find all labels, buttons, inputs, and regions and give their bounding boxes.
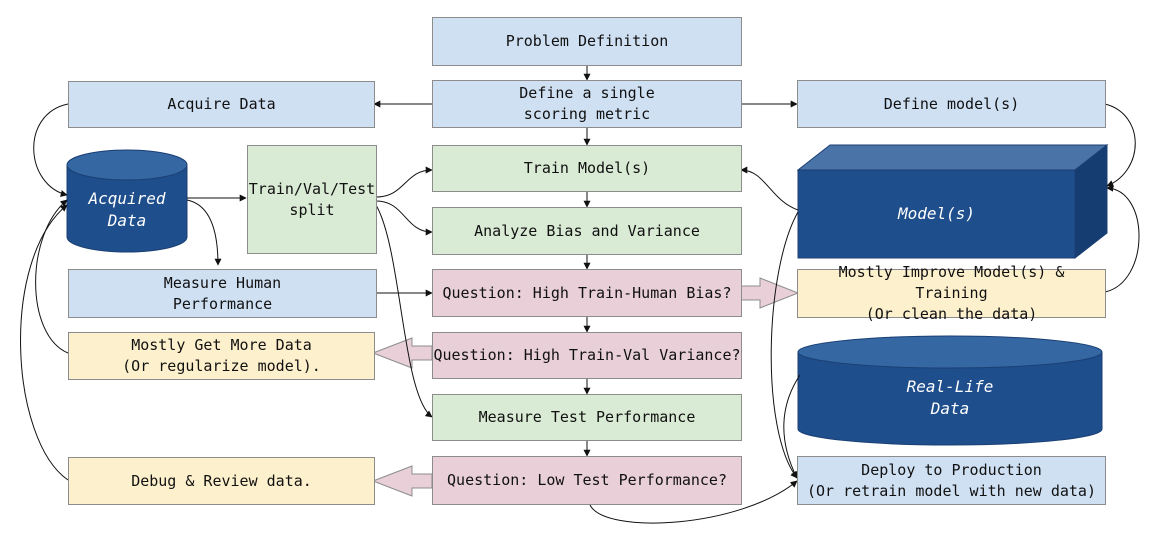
train-models-box: Train Model(s) <box>432 145 742 192</box>
question-variance-box: Question: High Train-Val Variance? <box>432 332 742 379</box>
real-life-data-cylinder <box>797 335 1103 446</box>
models-block-label: Model(s) <box>897 204 976 223</box>
question-test-box: Question: Low Test Performance? <box>432 456 742 505</box>
acquired-data-label: Acquired Data <box>88 189 166 230</box>
real-life-data-label: Real-Life Data <box>906 377 994 418</box>
connector-lines <box>20 66 1140 524</box>
measure-test-box: Measure Test Performance <box>432 394 742 441</box>
block-arrow-to-improve <box>739 277 800 309</box>
define-models-box: Define model(s) <box>797 80 1106 128</box>
acquire-data-box: Acquire Data <box>68 81 375 128</box>
human-performance-box: Measure Human Performance <box>68 269 377 318</box>
block-arrow-to-more-data <box>371 337 433 369</box>
split-box: Train/Val/Test split <box>247 145 377 254</box>
debug-review-box: Debug & Review data. <box>68 457 375 505</box>
block-arrow-to-debug <box>371 465 433 497</box>
deploy-box: Deploy to Production (Or retrain model w… <box>797 456 1106 505</box>
models-block-shape <box>796 143 1109 260</box>
problem-definition-box: Problem Definition <box>432 17 742 66</box>
question-bias-box: Question: High Train-Human Bias? <box>432 269 742 317</box>
define-metric-box: Define a single scoring metric <box>432 80 742 128</box>
acquired-data-cylinder <box>66 149 188 253</box>
improve-models-box: Mostly Improve Model(s) & Training (Or c… <box>797 263 1106 323</box>
get-more-data-box: Mostly Get More Data (Or regularize mode… <box>68 332 375 380</box>
analyze-bias-box: Analyze Bias and Variance <box>432 207 742 255</box>
